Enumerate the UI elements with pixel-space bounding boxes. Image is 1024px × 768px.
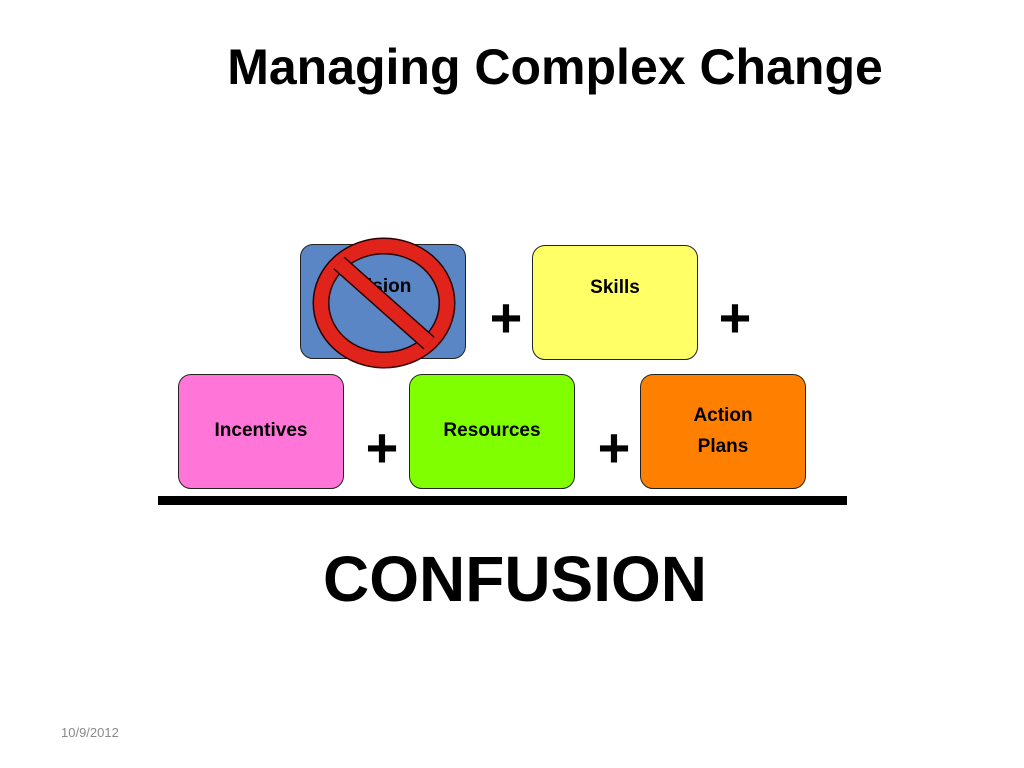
plus-sign: + [365, 416, 399, 479]
box-resources: Resources [409, 374, 575, 489]
slide-date: 10/9/2012 [61, 725, 119, 740]
box-action-plans: Action Plans [640, 374, 806, 489]
plus-sign: + [718, 286, 752, 349]
result-text: CONFUSION [323, 543, 707, 615]
box-incentives-label: Incentives [214, 420, 308, 442]
no-sign-icon [312, 237, 456, 369]
divider-line [158, 496, 847, 505]
plus-sign: + [597, 416, 631, 479]
box-skills: Skills [532, 245, 698, 360]
box-incentives: Incentives [178, 374, 344, 489]
plus-sign: + [489, 286, 523, 349]
box-resources-label: Resources [443, 420, 541, 442]
box-skills-label: Skills [590, 277, 640, 299]
slide-title: Managing Complex Change [227, 39, 883, 95]
box-action-plans-label: Action Plans [693, 405, 753, 457]
